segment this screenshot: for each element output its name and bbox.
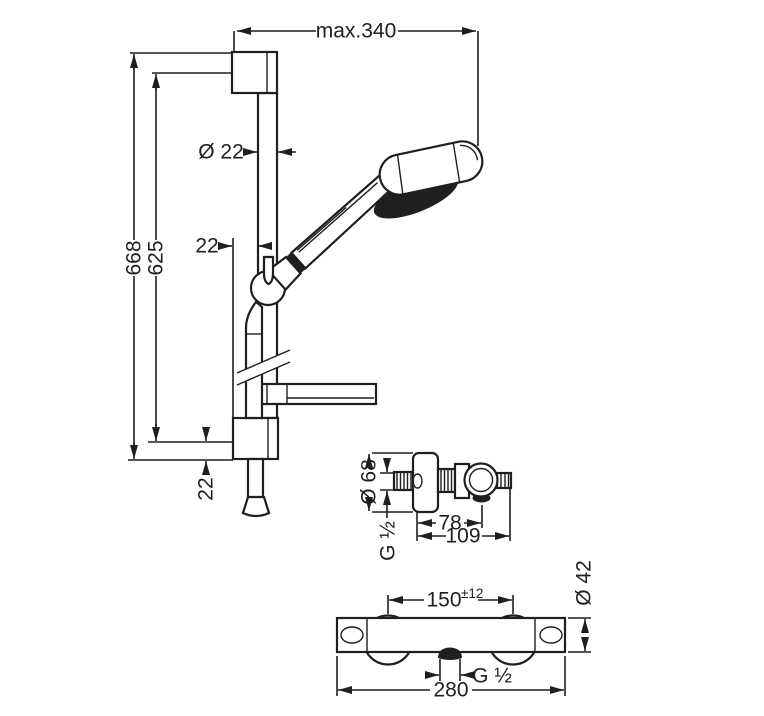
thread-connector [436, 467, 457, 494]
dim-max-reach: max.340 [233, 20, 479, 146]
dim-escutcheon-diameter-label: Ø 68 [358, 459, 381, 505]
dim-outlet-thread-label: G ½ [472, 665, 512, 688]
dim-escutcheon-diameter: Ø 68 [358, 452, 413, 513]
dim-bar-length: 668 [123, 52, 233, 461]
outlet-connection [438, 647, 462, 660]
dim-inlet-thread: G ½ [377, 458, 400, 561]
dim-depth-handle-label: 78 [438, 512, 461, 535]
dim-body-diameter-label: Ø 42 [573, 560, 596, 606]
outlet-stub [495, 471, 513, 490]
dim-end-offset-label: 22 [195, 477, 218, 500]
thermostat-side-view: Ø 68 G ½ 78 109 [358, 451, 513, 561]
dim-depth-total-label: 109 [445, 525, 480, 548]
mixer-body [335, 616, 567, 654]
hose-end [241, 457, 271, 518]
dim-holder-offset: 22 [195, 235, 272, 418]
dim-hole-distance-label: 625 [145, 240, 168, 275]
dim-hole-distance: 625 [145, 72, 233, 443]
dim-bar-diameter: Ø 22 [198, 141, 296, 164]
dim-body-width-label: 280 [433, 679, 468, 702]
dim-connection-spacing: 150 ±12 [387, 586, 514, 614]
dim-inlet-thread-label: G ½ [377, 521, 400, 561]
shower-rail-figure: max.340 668 625 Ø 22 [123, 20, 484, 518]
shower-head [378, 140, 484, 196]
hand-shower-handle [266, 174, 393, 292]
dim-body-width: 280 [336, 656, 566, 702]
shower-hose [244, 300, 264, 420]
dim-holder-offset-label: 22 [195, 235, 218, 258]
top-bracket [230, 50, 279, 95]
thermostat-front-view: 150 ±12 Ø 42 G ½ 280 [335, 560, 596, 702]
dim-outlet-thread: G ½ [425, 659, 512, 688]
valve-handle [453, 462, 499, 503]
inlet-stub [392, 470, 415, 492]
dim-max-reach-label: max.340 [316, 20, 397, 43]
soap-dish [255, 382, 378, 406]
dim-bar-diameter-label: Ø 22 [198, 141, 244, 164]
escutcheon [411, 451, 440, 514]
holder-pin [262, 255, 275, 286]
bottom-bracket [231, 416, 280, 461]
dim-bar-length-label: 668 [123, 240, 146, 275]
dim-connection-spacing-label: 150 [426, 589, 461, 612]
dim-depth-total: 109 [418, 488, 511, 548]
dim-body-diameter: Ø 42 [568, 560, 596, 653]
break-symbol [236, 349, 291, 386]
dim-depth-handle: 78 [416, 505, 483, 541]
dim-connection-tolerance-label: ±12 [461, 586, 483, 601]
dim-end-offset: 22 [195, 427, 218, 501]
